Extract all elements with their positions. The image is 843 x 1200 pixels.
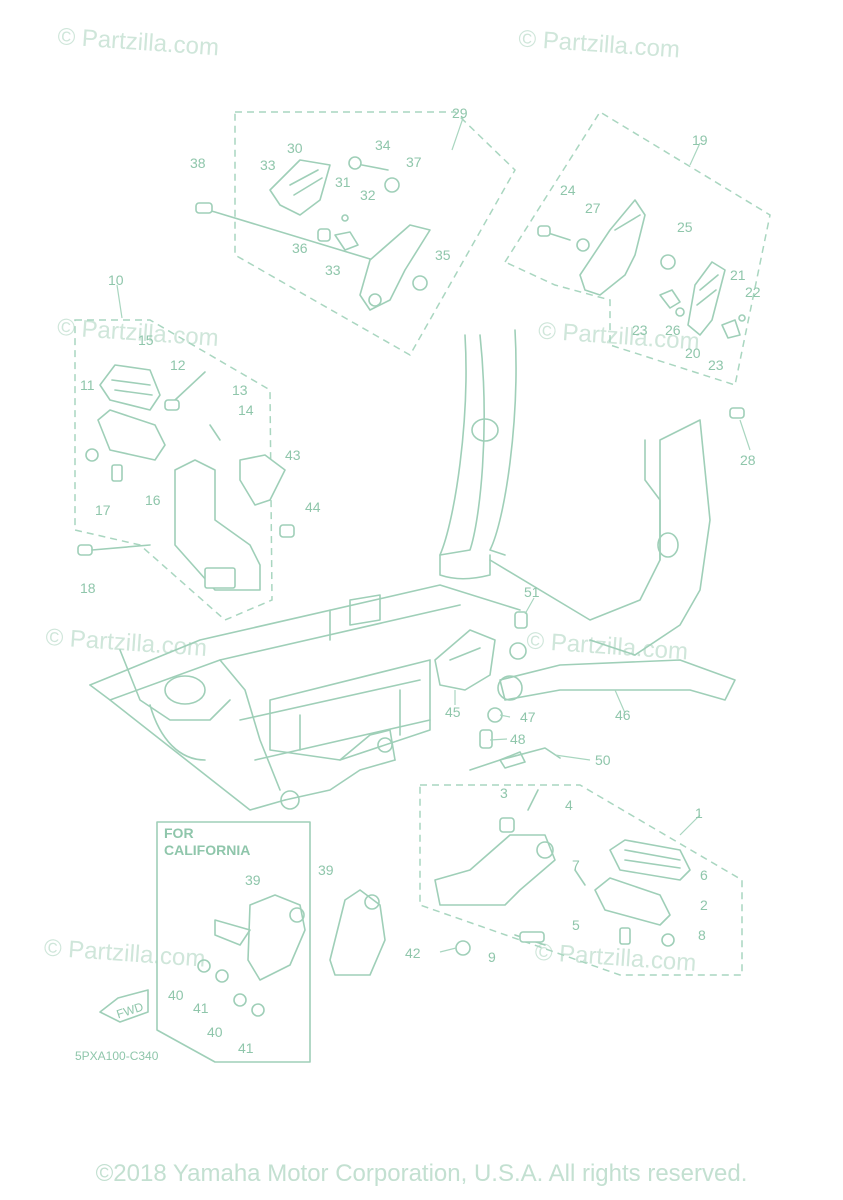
label-19: 19: [692, 132, 708, 148]
group-29-parts: [195, 156, 431, 311]
label-46: 46: [615, 707, 631, 723]
label-21: 21: [730, 267, 746, 283]
group-1-parts: [434, 789, 691, 956]
label-24: 24: [560, 182, 576, 198]
main-frame: [89, 329, 711, 811]
label-33a: 33: [260, 157, 276, 173]
brake-pedal-parts: [434, 611, 736, 771]
inset-title-line1: FOR: [164, 825, 194, 841]
label-43: 43: [285, 447, 301, 463]
label-4: 4: [565, 797, 573, 813]
label-34: 34: [375, 137, 391, 153]
watermark-1: © Partzilla.com: [57, 23, 220, 61]
label-28: 28: [740, 452, 756, 468]
label-5: 5: [572, 917, 580, 933]
label-41a: 41: [193, 1000, 209, 1016]
label-29: 29: [452, 105, 468, 121]
diagram-code: 5PXA100-C340: [75, 1049, 159, 1063]
label-26: 26: [665, 322, 681, 338]
group-box-10: [74, 319, 273, 621]
label-37: 37: [406, 154, 422, 170]
label-38: 38: [190, 155, 206, 171]
copyright-notice: ©2018 Yamaha Motor Corporation, U.S.A. A…: [95, 1160, 748, 1187]
label-27: 27: [585, 200, 601, 216]
label-40a: 40: [168, 987, 184, 1003]
label-13: 13: [232, 382, 248, 398]
watermark-7: © Partzilla.com: [43, 934, 206, 972]
group-box-29: [234, 111, 516, 357]
label-8: 8: [698, 927, 706, 943]
label-14: 14: [238, 402, 254, 418]
label-18: 18: [80, 580, 96, 596]
label-23a: 23: [632, 322, 648, 338]
fwd-arrow-icon: FWD: [99, 989, 149, 1023]
label-2: 2: [700, 897, 708, 913]
label-17: 17: [95, 502, 111, 518]
part-labels: 1 2 3 4 5 6 7 8 9 10 11 12 13 14 15 16 1…: [80, 105, 761, 1056]
label-1: 1: [695, 805, 703, 821]
label-16: 16: [145, 492, 161, 508]
label-10: 10: [108, 272, 124, 288]
label-40b: 40: [207, 1024, 223, 1040]
bracket-39: [329, 889, 386, 976]
label-22: 22: [745, 284, 761, 300]
label-35: 35: [435, 247, 451, 263]
leader-lines: [116, 117, 751, 953]
label-11: 11: [80, 377, 95, 393]
group-10-parts: [77, 364, 295, 591]
label-6: 6: [700, 867, 708, 883]
label-15: 15: [138, 332, 154, 348]
group-19-parts: [537, 199, 746, 419]
label-9: 9: [488, 949, 496, 965]
label-50: 50: [595, 752, 611, 768]
group-box-19: [503, 110, 771, 386]
label-47: 47: [520, 709, 536, 725]
label-30: 30: [287, 140, 303, 156]
label-39a: 39: [318, 862, 334, 878]
california-inset: FOR CALIFORNIA FWD 5PXA100-C340: [75, 821, 311, 1063]
label-51: 51: [524, 584, 540, 600]
label-3: 3: [500, 785, 508, 801]
label-42: 42: [405, 945, 421, 961]
label-48: 48: [510, 731, 526, 747]
watermark-5: © Partzilla.com: [45, 624, 208, 662]
label-45: 45: [445, 704, 461, 720]
label-36: 36: [292, 240, 308, 256]
label-33b: 33: [325, 262, 341, 278]
inset-title-line2: CALIFORNIA: [164, 842, 250, 858]
watermark-2: © Partzilla.com: [518, 25, 681, 63]
group-box-1: [419, 784, 743, 976]
label-41b: 41: [238, 1040, 254, 1056]
label-12: 12: [170, 357, 186, 373]
label-20: 20: [685, 345, 701, 361]
label-32: 32: [360, 187, 376, 203]
label-31: 31: [335, 174, 351, 190]
label-25: 25: [677, 219, 693, 235]
label-7: 7: [572, 857, 580, 873]
label-23b: 23: [708, 357, 724, 373]
label-44: 44: [305, 499, 321, 515]
label-39b: 39: [245, 872, 261, 888]
